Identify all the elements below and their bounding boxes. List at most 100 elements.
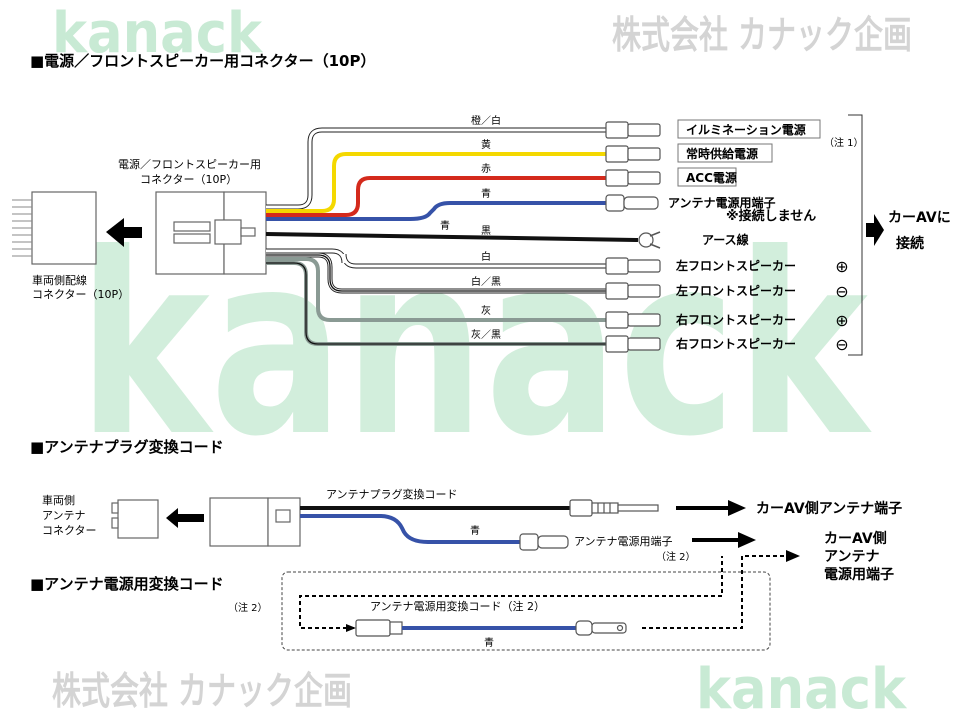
antenna-plug-cord-blue xyxy=(300,514,520,544)
kit-connector-label-2: コネクター（10P） xyxy=(140,173,237,186)
wire-color-label: 灰／黒 xyxy=(471,328,501,341)
connect-label-1: カーAVに xyxy=(888,210,951,226)
note-2b: （注 2） xyxy=(228,601,268,614)
antenna-plug-cord-blue-label: 青 xyxy=(470,524,480,537)
wire-color-label: 橙／白 xyxy=(471,114,501,127)
watermark-company-bottom: 株式会社 カナック企画 xyxy=(52,669,352,713)
antenna-power-terminal-label: アンテナ電源用端子 xyxy=(574,534,673,548)
terminal xyxy=(605,145,629,163)
terminal-label: アンテナ電源用端子 xyxy=(668,195,776,210)
antenna-plug-connector xyxy=(209,497,301,547)
wire-color-label: 黒 xyxy=(481,225,491,237)
dashed-route-left xyxy=(299,556,723,629)
wire-color-label: 青 xyxy=(481,187,491,200)
terminal-label-box xyxy=(677,167,737,187)
terminal-tip xyxy=(627,284,661,298)
terminal xyxy=(605,169,629,187)
section-title-power: ■電源／フロントスピーカー用コネクター（10P） xyxy=(30,52,375,70)
arrow-right-icon xyxy=(728,500,746,516)
plus-circle-icon: ⊕ xyxy=(835,257,848,276)
wire xyxy=(266,128,606,209)
watermark-brand-top: kanack xyxy=(52,1,264,66)
minus-circle-icon: ⊖ xyxy=(835,335,848,354)
terminal-label: アース線 xyxy=(702,232,749,247)
terminal xyxy=(605,257,629,275)
wire xyxy=(265,232,639,242)
to-power-label-1: カーAV側 xyxy=(824,530,887,547)
antenna-power-cord-blue-label: 青 xyxy=(484,636,494,649)
arrow-right-icon xyxy=(866,214,884,246)
antenna-plug-cord-label: アンテナプラグ変換コード xyxy=(326,487,458,501)
connect-label-2: 接続 xyxy=(896,235,924,252)
vehicle-connector-label-1: 車両側配線 xyxy=(32,273,87,287)
arrow-left-icon xyxy=(106,218,142,247)
terminal-label-box xyxy=(677,143,773,163)
vehicle-connector xyxy=(12,191,97,265)
kit-connector-label-1: 電源／フロントスピーカー用 xyxy=(118,157,261,171)
watermark-company-top: 株式会社 カナック企画 xyxy=(612,13,912,57)
wire-color-label: 赤 xyxy=(481,163,491,175)
wire-color-label: 黄 xyxy=(481,138,491,151)
arrow-right-icon xyxy=(786,550,800,562)
wire-stripe xyxy=(266,254,606,292)
terminal xyxy=(605,311,629,329)
terminal-tip xyxy=(627,171,661,185)
ring-terminal xyxy=(638,232,654,248)
wire xyxy=(266,249,606,268)
bracket xyxy=(848,114,863,356)
wire-stripe xyxy=(266,262,606,345)
wire-harness xyxy=(265,127,639,346)
watermark-brand-bottom: kanack xyxy=(696,657,908,720)
vehicle-connector-label-2: コネクター（10P） xyxy=(32,288,129,301)
terminal xyxy=(605,335,629,353)
antenna-vehicle-label-1: 車両側 xyxy=(42,493,75,507)
plus-circle-icon: ⊕ xyxy=(835,311,848,330)
arrow-left-icon xyxy=(166,508,204,528)
terminal xyxy=(605,282,629,300)
terminal-label-box xyxy=(677,119,821,139)
terminal-tip xyxy=(627,259,661,273)
to-antenna-terminal-label: カーAV側アンテナ端子 xyxy=(756,500,902,517)
wire-color-label: 白／黒 xyxy=(471,275,501,288)
wire xyxy=(266,152,606,213)
wire-color-label: 灰 xyxy=(481,304,491,317)
arrow-right-icon xyxy=(738,532,756,548)
terminal-label: 常時供給電源 xyxy=(686,146,758,161)
note-1: （注 1） xyxy=(824,136,864,149)
antenna-power-cord-connector xyxy=(355,619,403,637)
terminal xyxy=(605,121,629,139)
wire-color-label: 白 xyxy=(481,250,491,263)
antenna-plug xyxy=(569,499,659,517)
to-power-label-3: 電源用端子 xyxy=(824,566,894,583)
antenna-vehicle-label-2: アンテナ xyxy=(42,509,86,522)
wire-outline xyxy=(266,127,606,210)
minus-circle-icon: ⊖ xyxy=(835,282,848,301)
terminals xyxy=(605,121,661,353)
antenna-terminal-tip xyxy=(623,196,659,210)
antenna-terminal xyxy=(605,194,625,212)
to-power-label-2: アンテナ xyxy=(824,549,879,565)
terminal-label: ACC電源 xyxy=(686,170,737,185)
terminal-label: 右フロントスピーカー xyxy=(675,336,796,351)
arrow-right-icon xyxy=(346,624,356,632)
terminal-tip xyxy=(627,313,661,327)
wire xyxy=(266,176,606,217)
section-title-antenna-power: ■アンテナ電源用変換コード xyxy=(30,575,224,593)
terminal-tip xyxy=(627,147,661,161)
terminal-label: 左フロントスピーカー xyxy=(675,258,796,273)
not-connected-label: ※接続しません xyxy=(726,208,816,224)
antenna-vehicle-connector xyxy=(111,499,159,539)
antenna-power-terminal xyxy=(519,533,569,551)
section-title-antenna-plug: ■アンテナプラグ変換コード xyxy=(30,438,224,456)
terminal-label: 左フロントスピーカー xyxy=(675,283,796,298)
antenna-power-cord-box xyxy=(281,571,771,651)
terminal-tip xyxy=(627,123,661,137)
antenna-vehicle-label-3: コネクター xyxy=(42,524,97,537)
blue-branch-label: 青 xyxy=(440,219,450,232)
wire xyxy=(266,201,606,221)
ring-terminal-fork xyxy=(649,231,661,249)
terminal-label: イルミネーション電源 xyxy=(686,122,806,137)
